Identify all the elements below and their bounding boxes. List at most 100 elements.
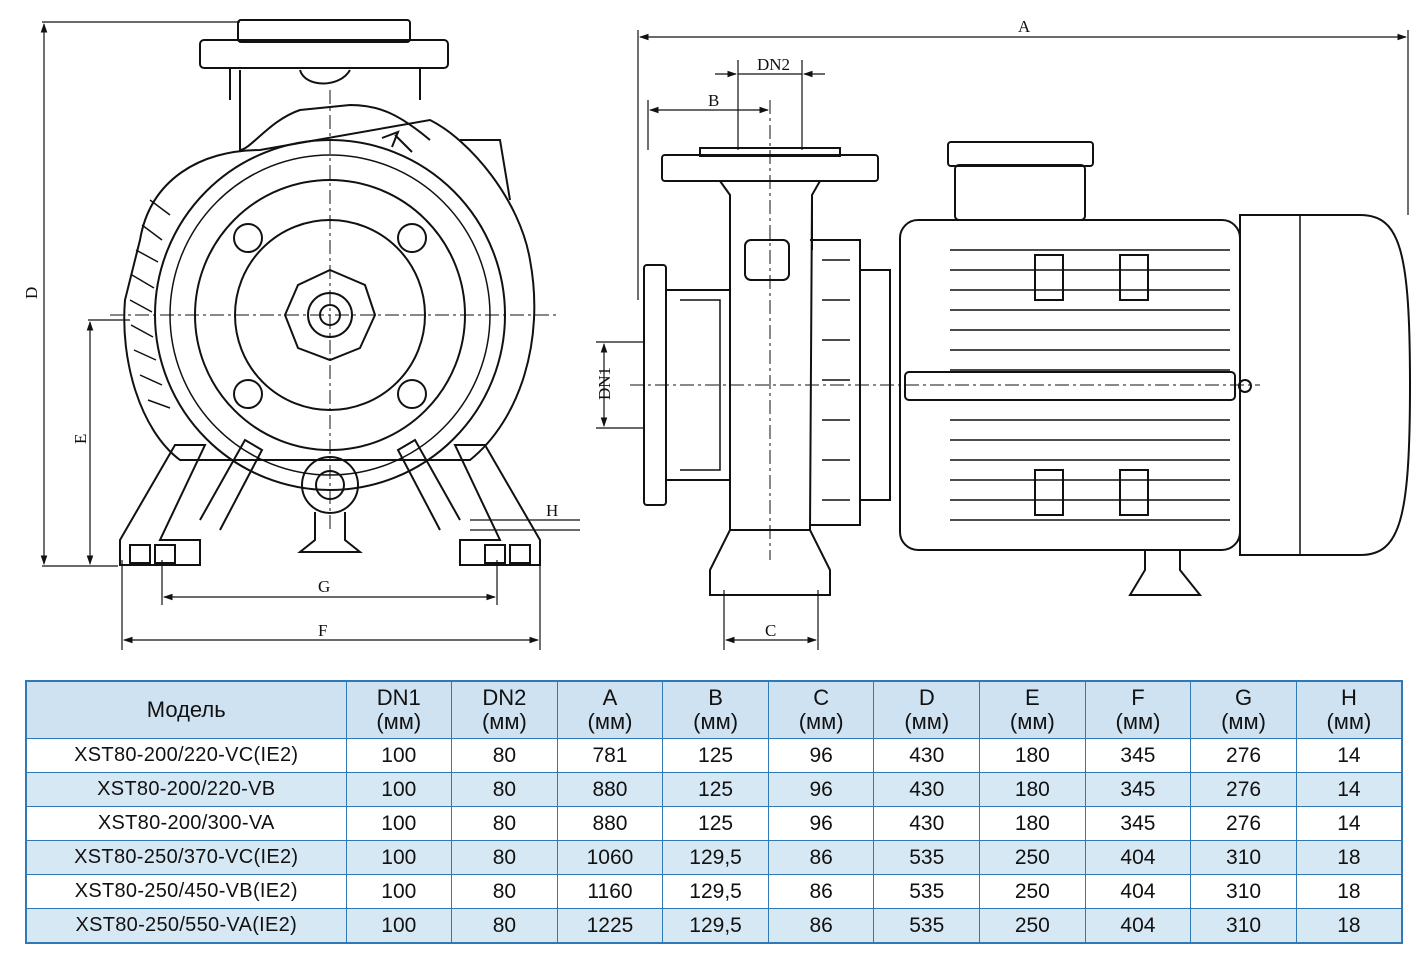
- table-cell: 96: [767, 806, 875, 841]
- table-cell: 86: [767, 874, 875, 909]
- table-row: XST80-200/220-VC(IE2) 100 80 781 125 96 …: [25, 738, 1403, 773]
- table-cell: 100: [345, 806, 453, 841]
- volute-casing: [123, 118, 536, 461]
- table-cell: 404: [1084, 840, 1192, 875]
- pump-foot-right: [453, 444, 541, 566]
- table-cell: 250: [979, 874, 1086, 909]
- motor-foot: [1128, 549, 1203, 596]
- table-cell: 404: [1084, 908, 1192, 944]
- column-header-dn2: DN2(мм): [451, 680, 558, 739]
- dimensions-table: Модель DN1(мм) DN2(мм) A(мм) B(мм) C(мм)…: [25, 680, 1403, 944]
- table-cell: 880: [556, 772, 664, 807]
- table-cell: 80: [451, 840, 558, 875]
- model-cell: XST80-250/450-VB(IE2): [25, 874, 347, 909]
- table-cell: 80: [451, 874, 558, 909]
- table-cell: 125: [662, 772, 769, 807]
- table-cell: 345: [1084, 772, 1192, 807]
- table-row: XST80-200/300-VA 100 80 880 125 96 430 1…: [25, 806, 1403, 841]
- center-support: [297, 512, 363, 553]
- table-cell: 18: [1295, 908, 1403, 944]
- table-cell: 100: [345, 840, 453, 875]
- dim-label-G: G: [318, 577, 330, 596]
- dim-label-D: D: [22, 287, 41, 299]
- table-cell: 129,5: [662, 840, 769, 875]
- table-cell: 80: [451, 738, 558, 773]
- table-cell: 250: [979, 840, 1086, 875]
- column-header-dn1: DN1(мм): [345, 680, 453, 739]
- pump-dimension-drawing: D E G F H: [22, 17, 1412, 650]
- table-cell: 180: [979, 772, 1086, 807]
- table-cell: 129,5: [662, 874, 769, 909]
- table-row: XST80-200/220-VB 100 80 880 125 96 430 1…: [25, 772, 1403, 807]
- table-cell: 535: [873, 908, 981, 944]
- column-header-model: Модель: [25, 680, 347, 739]
- side-view: [643, 141, 1412, 596]
- column-header-e: E(мм): [979, 680, 1086, 739]
- table-cell: 345: [1084, 738, 1192, 773]
- table-cell: 100: [345, 908, 453, 944]
- table-cell: 1060: [556, 840, 664, 875]
- drain-plug: [301, 456, 359, 514]
- table-cell: 80: [451, 908, 558, 944]
- table-cell: 1160: [556, 874, 664, 909]
- table-cell: 310: [1190, 840, 1297, 875]
- table-row: XST80-250/550-VA(IE2) 100 80 1225 129,5 …: [25, 908, 1403, 944]
- front-view-dimensions: [40, 21, 580, 650]
- table-cell: 1225: [556, 908, 664, 944]
- bolt-hole: [233, 223, 263, 253]
- table-header-row: Модель DN1(мм) DN2(мм) A(мм) B(мм) C(мм)…: [25, 680, 1403, 739]
- model-cell: XST80-200/300-VA: [25, 806, 347, 841]
- table-cell: 100: [345, 738, 453, 773]
- model-cell: XST80-250/550-VA(IE2): [25, 908, 347, 944]
- side-pump-body: [729, 194, 813, 531]
- table-cell: 18: [1295, 840, 1403, 875]
- table-cell: 14: [1295, 772, 1403, 807]
- dim-label-H: H: [546, 501, 558, 520]
- table-cell: 310: [1190, 874, 1297, 909]
- table-cell: 781: [556, 738, 664, 773]
- table-cell: 430: [873, 806, 981, 841]
- table-cell: 276: [1190, 738, 1297, 773]
- table-cell: 404: [1084, 874, 1192, 909]
- table-cell: 180: [979, 738, 1086, 773]
- dim-label-DN2: DN2: [757, 55, 790, 74]
- table-cell: 345: [1084, 806, 1192, 841]
- bolt-hole: [397, 379, 427, 409]
- column-header-f: F(мм): [1084, 680, 1192, 739]
- side-pump-foot: [709, 529, 831, 596]
- discharge-flange: [199, 39, 449, 69]
- table-cell: 100: [345, 874, 453, 909]
- dim-label-C: C: [765, 621, 776, 640]
- table-row: XST80-250/370-VC(IE2) 100 80 1060 129,5 …: [25, 840, 1403, 875]
- table-cell: 276: [1190, 772, 1297, 807]
- table-cell: 535: [873, 840, 981, 875]
- model-cell: XST80-200/220-VB: [25, 772, 347, 807]
- table-cell: 96: [767, 738, 875, 773]
- table-cell: 18: [1295, 874, 1403, 909]
- table-cell: 310: [1190, 908, 1297, 944]
- column-header-g: G(мм): [1190, 680, 1297, 739]
- terminal-box: [954, 164, 1086, 221]
- table-cell: 125: [662, 738, 769, 773]
- column-header-b: B(мм): [662, 680, 769, 739]
- model-cell: XST80-250/370-VC(IE2): [25, 840, 347, 875]
- table-cell: 129,5: [662, 908, 769, 944]
- dim-label-A: A: [1018, 17, 1031, 36]
- bolt-hole: [233, 379, 263, 409]
- model-cell: XST80-200/220-VC(IE2): [25, 738, 347, 773]
- table-cell: 14: [1295, 806, 1403, 841]
- pump-foot-left: [119, 444, 207, 566]
- dim-label-F: F: [318, 621, 327, 640]
- table-cell: 100: [345, 772, 453, 807]
- dim-label-E: E: [71, 434, 90, 444]
- column-header-d: D(мм): [873, 680, 981, 739]
- table-row: XST80-250/450-VB(IE2) 100 80 1160 129,5 …: [25, 874, 1403, 909]
- column-header-a: A(мм): [556, 680, 664, 739]
- table-cell: 430: [873, 772, 981, 807]
- table-cell: 80: [451, 772, 558, 807]
- column-header-h: H(мм): [1295, 680, 1403, 739]
- flow-arrow-icon: [381, 130, 413, 153]
- table-cell: 535: [873, 874, 981, 909]
- table-cell: 276: [1190, 806, 1297, 841]
- motor-fan-cover: [1239, 214, 1412, 556]
